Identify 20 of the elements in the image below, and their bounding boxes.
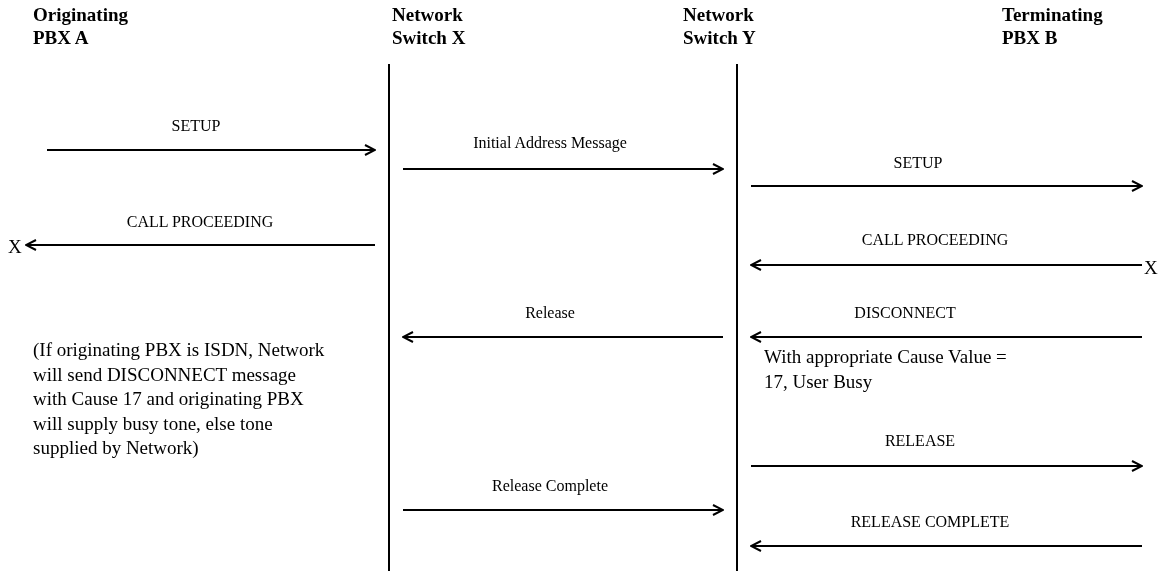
- lifeline: [388, 64, 390, 571]
- message-arrow: [46, 144, 376, 156]
- message-arrow: [750, 331, 1143, 343]
- participant-label: Originating PBX A: [33, 3, 129, 49]
- participant-label: Network Switch X: [392, 3, 467, 49]
- message-arrow: [750, 460, 1143, 472]
- note-text: With appropriate Cause Value = 17, User Busy: [764, 345, 1008, 394]
- cross-mark: X: [8, 235, 22, 259]
- message-arrow: [750, 259, 1143, 271]
- note-text: (If originating PBX is ISDN, Network will send DISCONNECT message with Cause 17 and originating PBX will supply busy tone, else tone supplied by Network): [33, 338, 326, 460]
- message-arrow: [750, 540, 1143, 552]
- message-arrow: [25, 239, 376, 251]
- message-arrow: [402, 331, 724, 343]
- message-arrow: [750, 180, 1143, 192]
- cross-mark: X: [1144, 256, 1158, 280]
- message-arrow: [402, 163, 724, 175]
- participant-label: Network Switch Y: [683, 3, 757, 49]
- lifeline: [736, 64, 738, 571]
- participant-label: Terminating PBX B: [1002, 3, 1104, 49]
- message-arrow: [402, 504, 724, 516]
